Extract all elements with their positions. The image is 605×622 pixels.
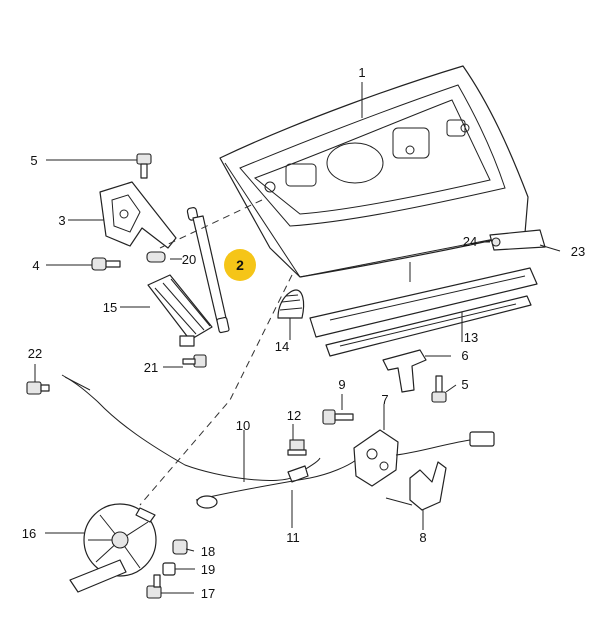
bolt-part-5-right	[431, 375, 447, 403]
highlight-marker	[224, 249, 256, 281]
leader-lines	[34, 82, 561, 594]
clip-part-20	[146, 251, 166, 263]
clip-part-24	[491, 237, 501, 247]
bellows-part	[277, 289, 305, 319]
gas-strut-part	[186, 207, 230, 334]
striker-bracket-part	[385, 461, 447, 511]
callout-6: 6	[461, 348, 468, 363]
bolt-part-9	[322, 409, 354, 425]
callout-19: 19	[201, 562, 215, 577]
callout-24: 24	[463, 234, 477, 249]
callout-15: 15	[103, 300, 117, 315]
callout-1: 1	[358, 65, 365, 80]
lift-mechanism-part	[147, 274, 213, 347]
callout-21: 21	[144, 360, 158, 375]
callout-5-right: 5	[461, 377, 468, 392]
callout-10: 10	[236, 418, 250, 433]
assembly-dashed-lines	[139, 199, 293, 506]
callout-2: 2	[236, 257, 244, 273]
callout-13: 13	[464, 330, 478, 345]
callout-7: 7	[381, 392, 388, 407]
callout-9: 9	[338, 377, 345, 392]
clip-part-12	[287, 439, 307, 456]
bolt-part-17	[146, 574, 162, 599]
rear-lid-part	[219, 65, 529, 278]
callout-5-top: 5	[30, 153, 37, 168]
bolt-part-22	[26, 381, 50, 395]
callout-20: 20	[182, 252, 196, 267]
fan-motor-part	[69, 503, 157, 593]
callout-16: 16	[22, 526, 36, 541]
callout-22: 22	[28, 346, 42, 361]
bolt-part-4	[91, 257, 121, 271]
callout-12: 12	[287, 408, 301, 423]
bracket-part-6	[382, 349, 427, 393]
callout-3: 3	[58, 213, 65, 228]
grommet-part-18	[172, 539, 188, 555]
latch-part	[353, 429, 495, 487]
callout-14: 14	[275, 339, 289, 354]
callout-8: 8	[419, 530, 426, 545]
callout-4: 4	[32, 258, 39, 273]
nut-part-19	[162, 562, 176, 576]
hinge-bracket-part	[99, 181, 177, 249]
bolt-part-21	[182, 354, 207, 368]
callout-18: 18	[201, 544, 215, 559]
callout-17: 17	[201, 586, 215, 601]
spoiler-trim-part	[309, 229, 546, 357]
callout-23: 23	[571, 244, 585, 259]
callout-11: 11	[286, 530, 300, 545]
release-cable-part	[61, 374, 357, 509]
bolt-part-5-top	[136, 153, 152, 179]
